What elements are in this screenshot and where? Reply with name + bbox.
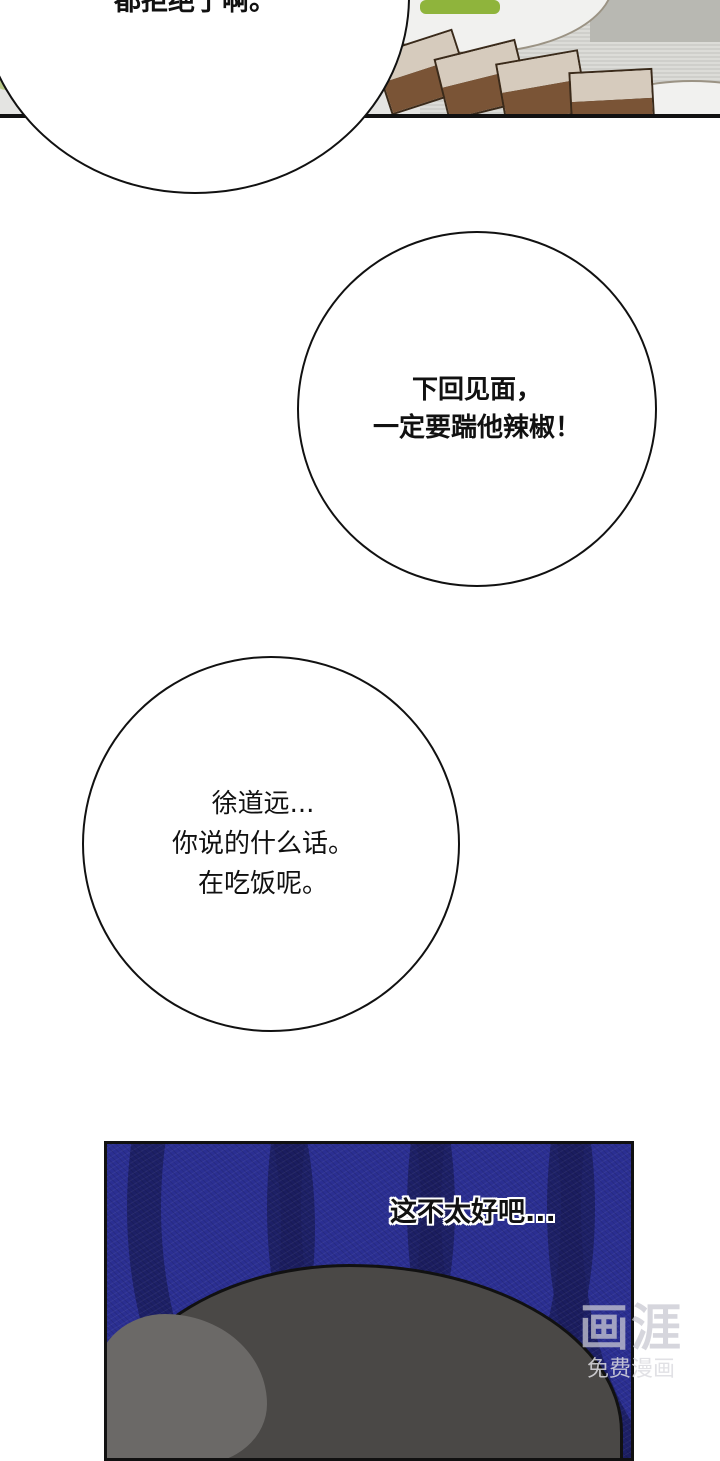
watermark: 画涯 免费漫画 — [566, 1300, 696, 1384]
vegetable-garnish — [420, 0, 500, 14]
bubble-2-text: 下回见面， 一定要踹他辣椒！ — [372, 375, 581, 443]
panel-caption: 这不太好吧... — [390, 1197, 556, 1228]
tablecloth-shadow — [590, 0, 720, 42]
speech-bubble-3: 徐道远... 你说的什么话。 在吃饭呢。 — [82, 656, 460, 1032]
speech-bubble-1: 都拒绝了啊。 — [0, 0, 410, 194]
watermark-title: 画涯 — [579, 1299, 683, 1357]
bread-slice — [568, 67, 656, 118]
speech-bubble-2: 下回见面， 一定要踹他辣椒！ — [297, 231, 657, 587]
bubble-3-text: 徐道远... 你说的什么话。 在吃饭呢。 — [171, 789, 354, 899]
comic-panel-dark: 这不太好吧... — [104, 1141, 634, 1461]
bubble-1-text: 都拒绝了啊。 — [114, 0, 276, 17]
watermark-subtitle: 免费漫画 — [586, 1357, 675, 1382]
